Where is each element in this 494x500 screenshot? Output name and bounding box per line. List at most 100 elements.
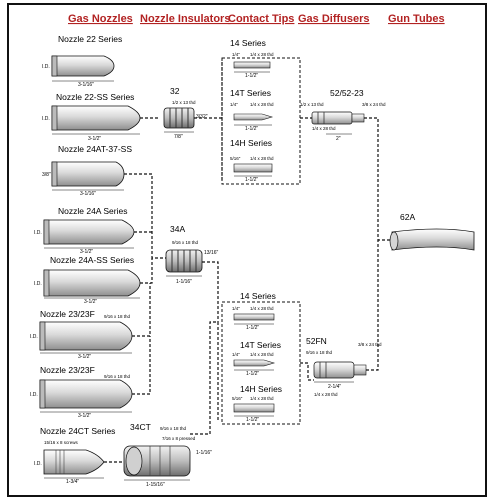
insulator-32-dim-a: 7/8" xyxy=(174,134,183,140)
diffuser-52fn-thread-a: 9/16 x 18 thd xyxy=(306,350,333,355)
diffuser-52-thread-b: 3/8 x 24 thd xyxy=(362,102,386,107)
nozzle-24at-37-ss: Nozzle 24AT-37-SS 3/8" 3-1/16" xyxy=(42,144,132,197)
tip-bottom-14t: 14T Series 1/4" 1/4 x 28 thd 1-1/2" xyxy=(232,340,281,377)
insulator-34ct-thread: 9/16 x 18 thd xyxy=(160,426,187,431)
nozzle-24a-series: Nozzle 24A Series I.D. 3-1/2" xyxy=(34,206,135,255)
header-gun-tubes: Gun Tubes xyxy=(388,13,445,25)
insulator-32-label: 32 xyxy=(170,86,180,96)
tip-top-14t-label: 14T Series xyxy=(230,88,271,98)
tip-top-14-label: 14 Series xyxy=(230,38,266,48)
nozzle-22ss-dim: 3-1/2" xyxy=(88,136,101,142)
diffuser-52fn-thread-b: 3/8 x 24 thd xyxy=(358,342,382,347)
gun-tube-62a: 62A xyxy=(389,212,475,251)
diffuser-52fn-dim: 2-1/4" xyxy=(328,384,341,390)
nozzle-22-dim: 3-1/16" xyxy=(78,82,94,88)
header-gas-nozzles: Gas Nozzles xyxy=(68,13,133,25)
tip-bottom-14t-label: 14T Series xyxy=(240,340,281,350)
tip-top-14h-label: 14H Series xyxy=(230,138,272,148)
nozzle-24at-dim: 3-1/16" xyxy=(80,191,96,197)
insulator-34ct-thread2: 7/16 x 8 pressed xyxy=(162,436,196,441)
tip-bottom-14: 14 Series 1/4" 1/4 x 28 thd 1-1/2" xyxy=(232,291,276,331)
nozzle-22-id: I.D. xyxy=(42,64,50,70)
tip-top-14-thread: 1/4 x 28 thd xyxy=(250,52,274,57)
tip-bottom-14t-thread: 1/4 x 28 thd xyxy=(250,352,274,357)
insulator-32-dim-b: 3/32" xyxy=(196,114,208,120)
nozzle-24ct-id: I.D. xyxy=(34,461,42,467)
nozzle-24ct-dim: 1-3/4" xyxy=(66,479,79,485)
insulator-34a-dim-b: 13/16" xyxy=(204,250,219,256)
tip-top-14t-size: 1/4" xyxy=(230,102,238,107)
tip-top-14: 14 Series 1/4" 1/4 x 28 thd 1-1/2" xyxy=(230,38,274,79)
nozzle-24a-id: I.D. xyxy=(34,230,42,236)
insulator-34a-thread: 9/16 x 18 thd xyxy=(172,240,199,245)
nozzle-24a-dim: 3-1/2" xyxy=(80,249,93,255)
diffuser-connectors xyxy=(364,117,392,371)
tip-bottom-14h-label: 14H Series xyxy=(240,384,282,394)
nozzle-23b-thread: 9/16 x 18 thd xyxy=(104,374,131,379)
tip-bottom-14-thread: 1/4 x 28 thd xyxy=(250,306,274,311)
insulator-34a: 34A 9/16 x 18 thd 13/16" 1-1/16" xyxy=(165,224,219,285)
diagram-border xyxy=(7,3,487,497)
tip-top-14-dim: 1-1/2" xyxy=(245,73,258,79)
nozzle-24a-label: Nozzle 24A Series xyxy=(58,206,127,216)
insulator-32-thread: 1/2 x 13 thd xyxy=(172,100,196,105)
nozzle-22ss-series: Nozzle 22-SS Series I.D. 3-1/2" xyxy=(42,92,141,142)
tip-top-14t-thread: 1/4 x 28 thd xyxy=(250,102,274,107)
nozzle-23-23f-a: Nozzle 23/23F 9/16 x 18 thd I.D. 3-1/2" xyxy=(30,309,133,360)
diffuser-52-thread-c: 1/4 x 28 thd xyxy=(312,126,336,131)
insulator-34ct-label: 34CT xyxy=(130,422,151,432)
tip-bottom-14h-dim: 1-1/2" xyxy=(246,417,259,423)
tip-top-14h-size: 5/16" xyxy=(230,156,241,161)
nozzle-24ass-dim: 3-1/2" xyxy=(84,299,97,305)
diffuser-52fn-label: 52FN xyxy=(306,336,327,346)
diffuser-52-label: 52/52-23 xyxy=(330,88,364,98)
tip-top-14t: 14T Series 1/4" 1/4 x 28 thd 1-1/2" xyxy=(230,88,274,132)
insulator-34a-label: 34A xyxy=(170,224,185,234)
gun-tube-62a-label: 62A xyxy=(400,212,415,222)
tip-top-14h-thread: 1/4 x 28 thd xyxy=(250,156,274,161)
tip-bottom-14h: 14H Series 5/16" 1/4 x 28 thd 1-1/2" xyxy=(232,384,282,423)
insulator-32: 32 1/2 x 13 thd 3/32" 7/8" xyxy=(163,86,208,140)
nozzle-23a-id: I.D. xyxy=(30,334,38,340)
nozzle-22-series: Nozzle 22 Series I.D. 3-1/16" xyxy=(42,34,122,88)
nozzle-23b-label: Nozzle 23/23F xyxy=(40,365,95,375)
tip-top-14-size: 1/4" xyxy=(232,52,240,57)
insulator-34ct-dim-b: 1-1/16" xyxy=(196,450,212,456)
nozzle-23a-thread: 9/16 x 18 thd xyxy=(104,314,131,319)
nozzle-23-23f-b: Nozzle 23/23F 9/16 x 18 thd I.D. 3-1/2" xyxy=(30,365,133,419)
insulator-34a-dim-a: 1-1/16" xyxy=(176,279,192,285)
nozzle-23a-label: Nozzle 23/23F xyxy=(40,309,95,319)
nozzle-24ass-label: Nozzle 24A-SS Series xyxy=(50,255,134,265)
nozzle-23a-dim: 3-1/2" xyxy=(78,354,91,360)
diffuser-52fn: 52FN 9/16 x 18 thd 3/8 x 24 thd 2-1/4" 1… xyxy=(306,336,382,397)
insulator-34ct: 34CT 9/16 x 18 thd 7/16 x 8 pressed 1-1/… xyxy=(123,422,212,488)
nozzle-24ct-thread: 15/16 x 8 screws xyxy=(44,440,79,445)
tip-top-14h: 14H Series 5/16" 1/4 x 28 thd 1-1/2" xyxy=(230,138,274,183)
tip-bottom-14-dim: 1-1/2" xyxy=(246,325,259,331)
diffuser-52: 52/52-23 1/2 x 13 thd 3/8 x 24 thd 1/4 x… xyxy=(300,88,386,142)
tip-bottom-14t-dim: 1-1/2" xyxy=(246,371,259,377)
diffuser-52fn-thread-c: 1/4 x 28 thd xyxy=(314,392,338,397)
nozzle-24ct-series: Nozzle 24CT Series 15/16 x 8 screws I.D.… xyxy=(34,426,115,485)
nozzle-24a-ss-series: Nozzle 24A-SS Series I.D. 3-1/2" xyxy=(34,255,141,305)
tips-top-box xyxy=(221,57,301,185)
tip-bottom-14h-size: 5/16" xyxy=(232,396,243,401)
diffuser-52-thread-a: 1/2 x 13 thd xyxy=(300,102,324,107)
header-contact-tips: Contact Tips xyxy=(228,13,294,25)
insulator-connectors xyxy=(190,62,223,435)
tip-connectors xyxy=(300,117,314,381)
nozzle-24ct-label: Nozzle 24CT Series xyxy=(40,426,115,436)
nozzle-24at-label: Nozzle 24AT-37-SS xyxy=(58,144,132,154)
tip-top-14t-dim: 1-1/2" xyxy=(245,126,258,132)
header-nozzle-insulators: Nozzle Insulators xyxy=(140,13,230,25)
nozzle-23b-dim: 3-1/2" xyxy=(78,413,91,419)
nozzle-24ass-id: I.D. xyxy=(34,281,42,287)
tip-top-14h-dim: 1-1/2" xyxy=(245,177,258,183)
nozzle-22ss-id: I.D. xyxy=(42,116,50,122)
diffuser-52-dim: 2" xyxy=(336,136,341,142)
tip-bottom-14-label: 14 Series xyxy=(240,291,276,301)
nozzle-connectors xyxy=(104,117,166,463)
header-gas-diffusers: Gas Diffusers xyxy=(298,13,370,25)
tip-bottom-14-size: 1/4" xyxy=(232,306,240,311)
